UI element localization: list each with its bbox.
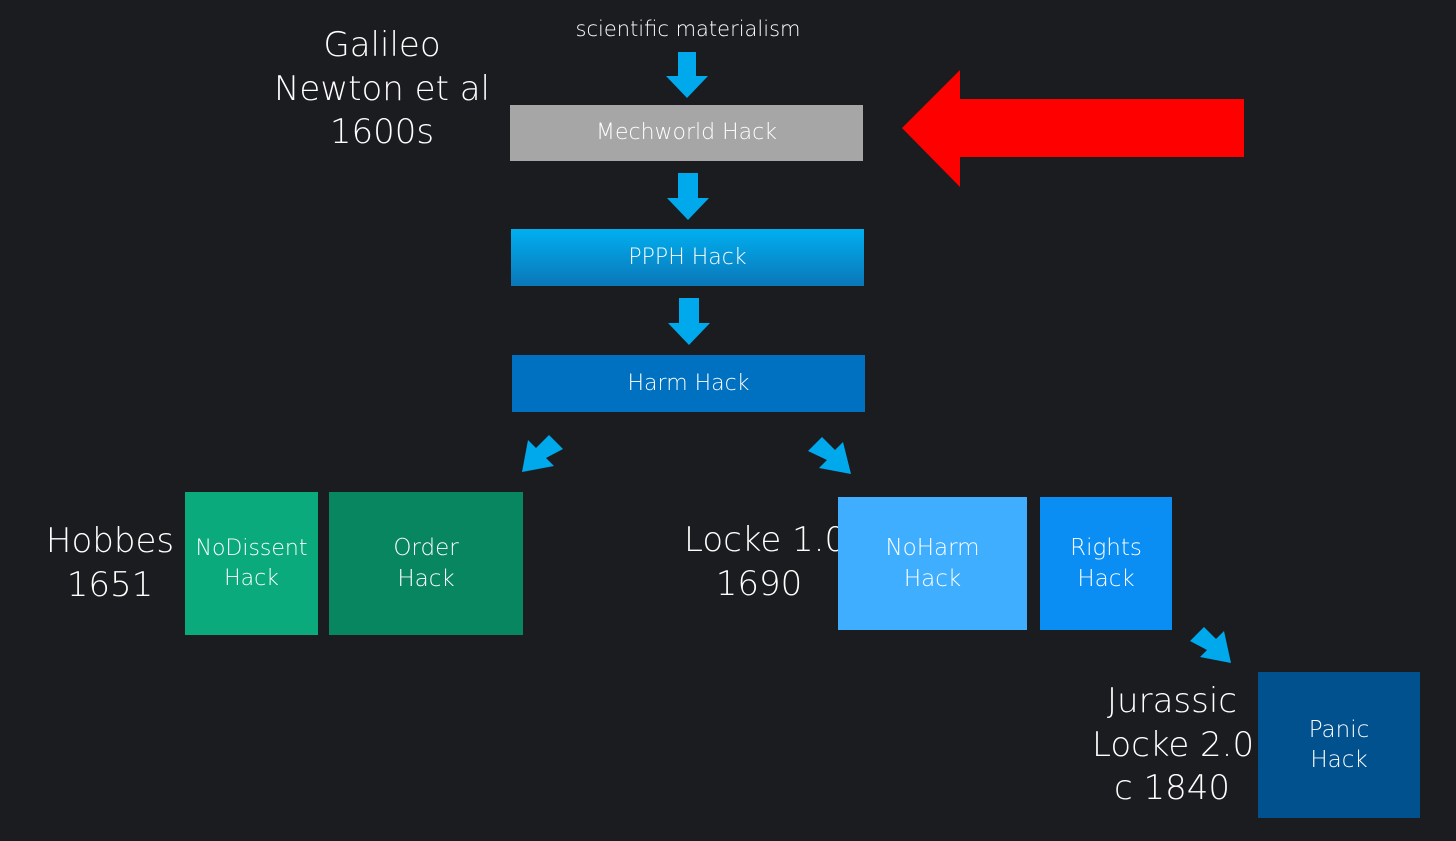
mechworld-hack-box: Mechworld Hack bbox=[510, 105, 863, 161]
arrow-to-locke-branch bbox=[808, 437, 851, 474]
nodissent-line1: NoDissent bbox=[195, 536, 308, 562]
order-line1: Order bbox=[393, 535, 459, 562]
nodissent-hack-box: NoDissent Hack bbox=[185, 492, 318, 635]
hobbes-line2: 1651 bbox=[66, 564, 154, 605]
rights-line2: Hack bbox=[1077, 565, 1135, 592]
harm-hack-box: Harm Hack bbox=[512, 355, 865, 412]
nodissent-line2: Hack bbox=[224, 565, 279, 591]
noharm-line1: NoHarm bbox=[885, 535, 980, 562]
panic-line1: Panic bbox=[1308, 716, 1370, 743]
locke1-label: Locke 1.0 1690 bbox=[684, 519, 847, 606]
arrow-to-ppph bbox=[667, 173, 709, 220]
jurassic-label: Jurassic Locke 2.0 c 1840 bbox=[1092, 680, 1255, 811]
noharm-line2: Hack bbox=[903, 565, 962, 592]
ppph-hack-box: PPPH Hack bbox=[511, 229, 864, 286]
ppph-hack-label: PPPH Hack bbox=[628, 244, 747, 270]
jurassic-line1: Jurassic bbox=[1107, 681, 1237, 721]
panic-hack-box: Panic Hack bbox=[1258, 672, 1420, 818]
galileo-line1: Galileo bbox=[323, 25, 441, 65]
rights-line1: Rights bbox=[1070, 535, 1142, 562]
arrow-to-panic bbox=[1190, 627, 1231, 663]
arrow-to-harm bbox=[668, 298, 710, 345]
mechworld-hack-label: Mechworld Hack bbox=[596, 120, 777, 146]
galileo-line2: Newton et al bbox=[274, 68, 490, 109]
rights-hack-box: Rights Hack bbox=[1040, 497, 1172, 630]
jurassic-line3: c 1840 bbox=[1113, 768, 1231, 809]
hobbes-label: Hobbes 1651 bbox=[40, 520, 180, 607]
highlight-arrow bbox=[902, 70, 1244, 187]
noharm-hack-box: NoHarm Hack bbox=[838, 497, 1027, 630]
arrow-to-hobbes-branch bbox=[522, 435, 563, 472]
order-hack-box: Order Hack bbox=[329, 492, 523, 635]
harm-hack-label: Harm Hack bbox=[627, 370, 750, 396]
panic-line2: Hack bbox=[1310, 747, 1368, 773]
hobbes-line1: Hobbes bbox=[45, 521, 175, 561]
order-line2: Hack bbox=[397, 565, 455, 592]
galileo-line3: 1600s bbox=[329, 112, 435, 153]
locke1-line2: 1690 bbox=[715, 563, 803, 604]
arrow-to-mechworld bbox=[666, 52, 708, 98]
locke1-line1: Locke 1.0 bbox=[684, 520, 847, 560]
top-label: scientific materialism bbox=[575, 17, 801, 41]
jurassic-line2: Locke 2.0 bbox=[1092, 724, 1255, 765]
galileo-label: Galileo Newton et al 1600s bbox=[266, 24, 498, 155]
